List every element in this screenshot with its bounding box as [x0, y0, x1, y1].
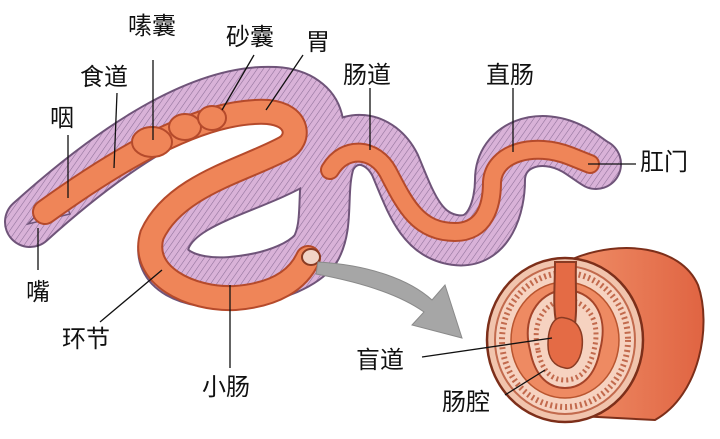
cross-section-arrow — [316, 262, 462, 338]
label-typhlosole: 盲道 — [356, 348, 404, 372]
label-gizzard: 砂囊 — [226, 25, 274, 49]
label-small-intestine: 小肠 — [202, 375, 250, 399]
label-pharynx: 咽 — [50, 106, 74, 130]
label-mouth: 嘴 — [26, 280, 50, 304]
cross-section — [487, 248, 704, 422]
label-rectum: 直肠 — [486, 63, 534, 87]
label-intestine: 肠道 — [343, 63, 391, 87]
label-segment: 环节 — [62, 327, 110, 351]
label-crop: 嗉囊 — [128, 14, 176, 38]
label-intestinal-cavity: 肠腔 — [442, 390, 490, 414]
label-anus: 肛门 — [640, 150, 688, 174]
label-stomach: 胃 — [306, 30, 330, 54]
label-esophagus: 食道 — [80, 65, 128, 89]
